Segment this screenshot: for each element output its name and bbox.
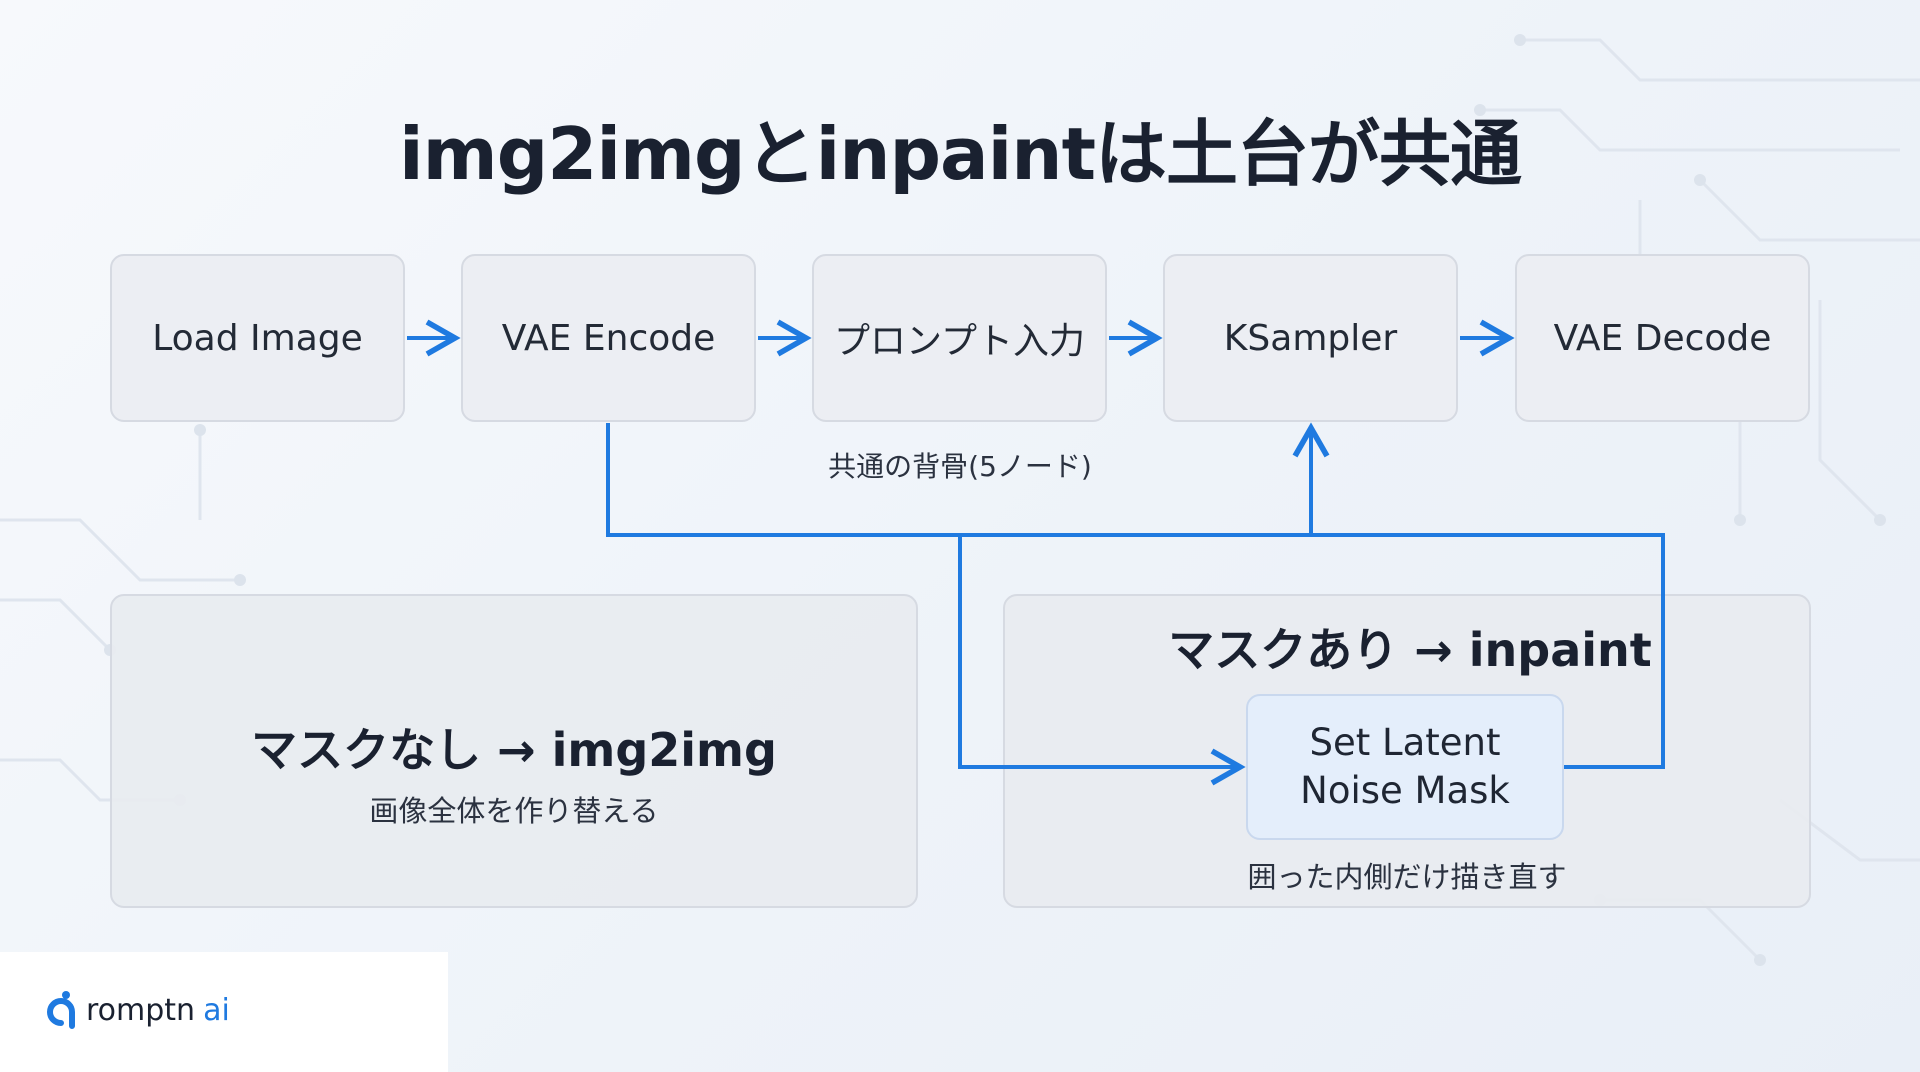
inpaint-title: マスクあり → inpaint (1168, 623, 1652, 677)
node-set-latent-noise-mask[interactable]: Set Latent Noise Mask (1246, 694, 1564, 840)
mask-node-line2: Noise Mask (1300, 769, 1510, 812)
node-prompt-input[interactable]: プロンプト入力 (812, 254, 1107, 422)
logo-suffix-text: ai (203, 992, 230, 1028)
node-ksampler[interactable]: KSampler (1163, 254, 1458, 422)
node-vae-decode[interactable]: VAE Decode (1515, 254, 1810, 422)
node-load-image[interactable]: Load Image (110, 254, 405, 422)
logo-mark-icon (47, 991, 75, 1029)
mask-node-line1: Set Latent (1309, 721, 1501, 764)
node-vae-encode[interactable]: VAE Encode (461, 254, 756, 422)
page-title: img2imgとinpaintは土台が共通 (398, 112, 1522, 196)
backbone-caption: 共通の背骨(5ノード) (828, 450, 1092, 483)
inpaint-caption: 囲った内側だけ描き直す (1247, 860, 1567, 894)
logo-brand-text: romptn (86, 992, 196, 1028)
brand-logo[interactable]: romptn ai (44, 990, 230, 1030)
img2img-subtitle: 画像全体を作り替える (369, 794, 659, 828)
img2img-panel: マスクなし → img2img 画像全体を作り替える (110, 594, 918, 908)
img2img-title: マスクなし → img2img (251, 723, 777, 777)
